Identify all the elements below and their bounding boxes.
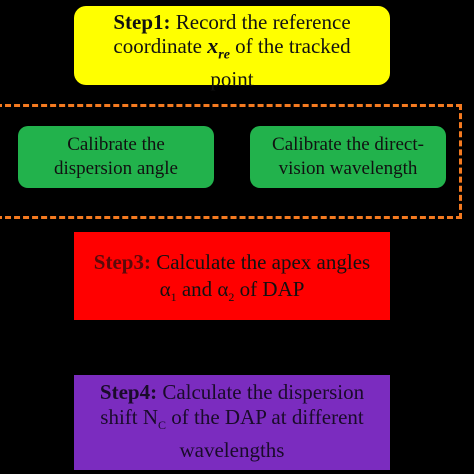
box2-line2: vision wavelength — [278, 158, 418, 179]
step3-text-a: Calculate the apex angles — [150, 250, 371, 274]
step1-text-b: coordinate — [113, 34, 208, 58]
step2-dashed-group — [0, 104, 462, 219]
step1-box: Step1: Record the reference coordinate x… — [74, 6, 390, 91]
box1-line2: dispersion angle — [53, 158, 178, 179]
step3-box: Step3: Calculate the apex angles α1 and … — [74, 232, 390, 320]
step4-text-b: shift N — [100, 405, 159, 429]
calibrate-direct-vision-wavelength-box: Calibrate the direct- vision wavelength — [250, 126, 446, 188]
alpha-1: α1 — [159, 277, 177, 305]
box2-line1: Calibrate the direct- — [272, 134, 424, 155]
box1-line1: Calibrate the — [67, 134, 165, 155]
step1-label: Step1: — [113, 10, 171, 34]
step1-variable: xre — [207, 33, 230, 63]
calibrate-dispersion-angle-box: Calibrate the dispersion angle — [18, 126, 214, 188]
step4-label: Step4: — [99, 380, 158, 404]
step4-text-d: wavelengths — [179, 438, 285, 463]
step3-text-b: of DAP — [234, 277, 305, 301]
step1-text-d: point — [210, 67, 254, 92]
step3-and: and — [176, 277, 218, 301]
step4-box: Step4: Calculate the dispersion shift NC… — [74, 375, 390, 470]
alpha-2: α2 — [217, 277, 235, 305]
step4-text-c: of the DAP at different — [166, 405, 364, 429]
step4-sub: C — [158, 418, 167, 433]
step1-text-a: Record the reference — [170, 10, 351, 34]
step1-text-c: of the tracked — [229, 34, 351, 58]
step4-text-a: Calculate the dispersion — [157, 380, 365, 404]
step3-label: Step3: — [93, 250, 151, 274]
